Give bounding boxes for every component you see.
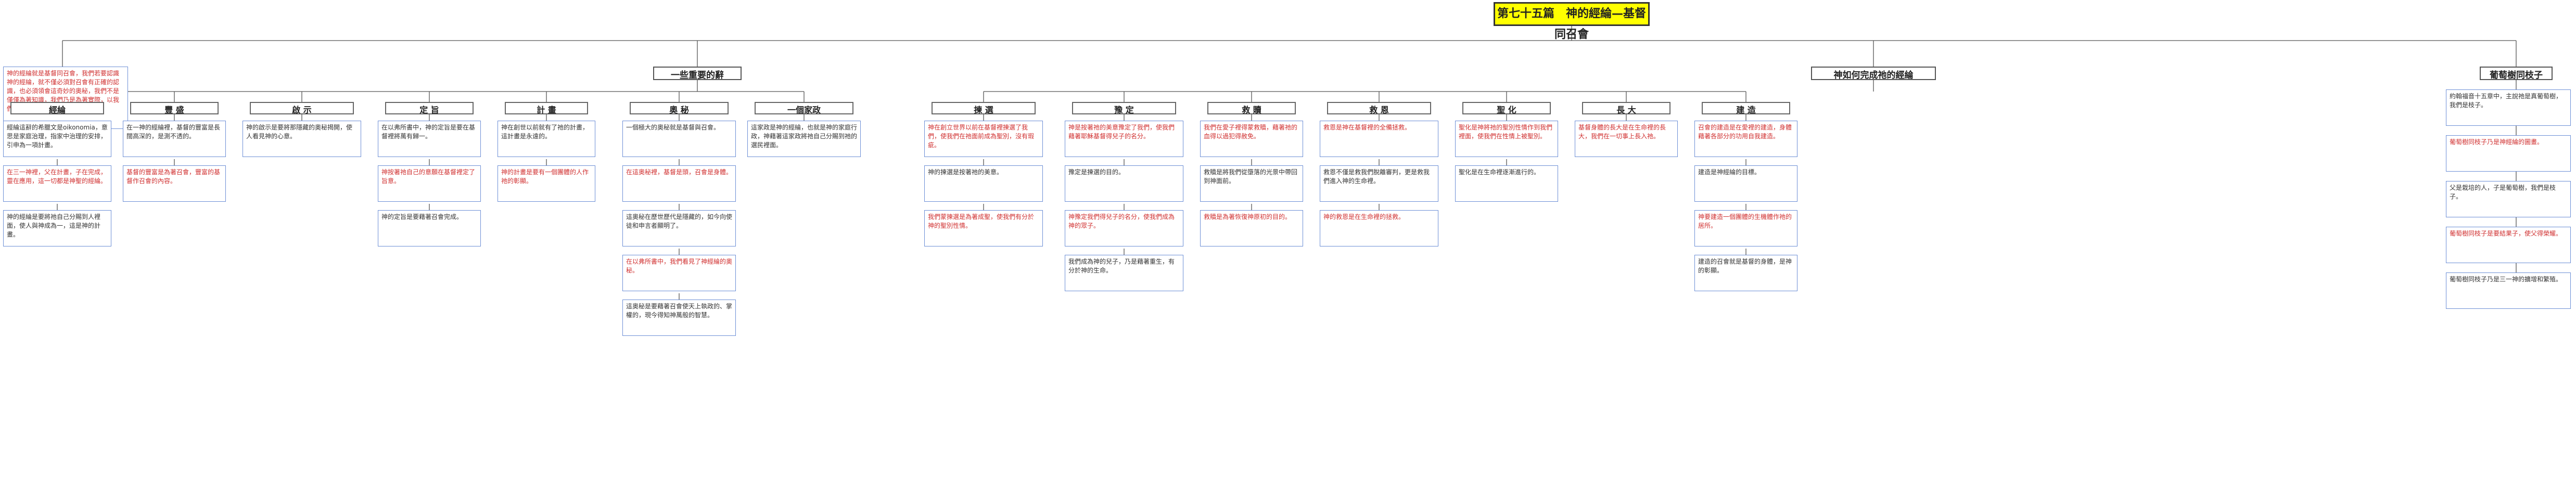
means-6-title[interactable]: 長 大: [1582, 102, 1670, 115]
vine-note-1: 約翰福音十五章中，主說祂是真葡萄樹，我們是枝子。: [2446, 89, 2571, 126]
means-1-note-2: 神的揀選是按著祂的美意。: [924, 165, 1043, 202]
means-1-title[interactable]: 揀 選: [932, 102, 1036, 115]
branch-how-god-accomplishes[interactable]: 神如何完成祂的經綸: [1811, 67, 1936, 81]
means-2-note-4: 我們成為神的兒子，乃是藉著重生，有分於神的生命。: [1065, 255, 1183, 291]
means-2-title[interactable]: 豫 定: [1072, 102, 1176, 115]
root-title[interactable]: 第七十五篇 神的經綸—基督同召會: [1494, 2, 1650, 41]
word-4-title[interactable]: 定 旨: [385, 102, 474, 115]
word-4-note-3: 神的定旨是要藉著召會完成。: [378, 210, 481, 246]
means-2-note-1: 神是按著祂的美意豫定了我們，使我們藉著耶穌基督得兒子的名分。: [1065, 121, 1183, 157]
means-2-note-3: 神豫定我們得兒子的名分，使我們成為神的眾子。: [1065, 210, 1183, 246]
vine-note-5: 葡萄樹同枝子乃是三一神的擴增和繁殖。: [2446, 272, 2571, 309]
word-1-note-2: 在三一神裡，父在計畫，子在完成，靈在應用，這一切都是神聖的經綸。: [3, 165, 111, 202]
word-5-title[interactable]: 計 畫: [505, 102, 588, 115]
means-4-note-3: 神的救恩是在生命裡的拯救。: [1320, 210, 1438, 246]
word-6-note-3: 這奧秘在歷世歷代是隱藏的，如今向使徒和申言者顯明了。: [622, 210, 736, 246]
word-6-note-5: 這奧秘是要藉著召會使天上執政的、掌權的，現今得知神萬般的智慧。: [622, 300, 736, 336]
vine-note-4: 葡萄樹同枝子是要結果子，使父得榮耀。: [2446, 227, 2571, 263]
means-5-note-1: 聖化是神將祂的聖別性情作到我們裡面，使我們在性情上被聖別。: [1455, 121, 1558, 157]
word-5-note-1: 神在創世以前就有了祂的計畫，這計畫是永遠的。: [498, 121, 595, 157]
intro-note: 神的經綸就是基督同召會，我們若要認識神的經綸，就不僅必須對召會有正確的認識，也必…: [3, 67, 128, 129]
means-7-note-3: 神要建造一個團體的生機體作祂的居所。: [1694, 210, 1797, 246]
means-1-note-1: 神在創立世界以前在基督裡揀選了我們，使我們在祂面前成為聖別，沒有瑕疵。: [924, 121, 1043, 157]
word-3-note-1: 神的啟示是要將那隱藏的奧秘揭開，使人看見神的心意。: [243, 121, 361, 157]
word-2-note-1: 在一神的經綸裡，基督的豐富是長闊高深的，是測不透的。: [123, 121, 226, 157]
word-3-title[interactable]: 啟 示: [250, 102, 354, 115]
means-7-note-1: 召會的建造是在愛裡的建造，身體藉著各部分的功用自我建造。: [1694, 121, 1797, 157]
word-6-title[interactable]: 奧 秘: [630, 102, 729, 115]
word-1-note-1: 經綸這辭的希臘文是oikonomia，意思是家庭治理，指家中治理的安排，引申為一…: [3, 121, 111, 157]
word-6-note-1: 一個極大的奧秘就是基督與召會。: [622, 121, 736, 157]
means-6-note-1: 基督身體的長大是在生命裡的長大，我們在一切事上長入祂。: [1575, 121, 1678, 157]
word-2-note-2: 基督的豐富是為著召會，豐富的基督作召會的內容。: [123, 165, 226, 202]
means-5-note-2: 聖化是在生命裡逐漸進行的。: [1455, 165, 1558, 202]
means-3-note-2: 救贖是將我們從墮落的光景中帶回到神面前。: [1200, 165, 1303, 202]
word-2-title[interactable]: 豐 盛: [130, 102, 219, 115]
means-1-note-3: 我們蒙揀選是為著成聖，使我們有分於神的聖別性情。: [924, 210, 1043, 246]
vine-note-3: 父是栽培的人，子是葡萄樹，我們是枝子。: [2446, 181, 2571, 217]
means-7-title[interactable]: 建 造: [1702, 102, 1790, 115]
word-6-note-4: 在以弗所書中，我們看見了神經綸的奧秘。: [622, 255, 736, 291]
word-5-note-2: 神的計畫是要有一個團體的人作祂的彰顯。: [498, 165, 595, 202]
means-4-note-2: 救恩不僅是救我們脫離審判，更是救我們進入神的生命裡。: [1320, 165, 1438, 202]
word-7-title[interactable]: 一個家政: [755, 102, 853, 115]
means-7-note-2: 建造是神經綸的目標。: [1694, 165, 1797, 202]
branch-vine-branches[interactable]: 葡萄樹同枝子: [2480, 67, 2553, 81]
word-1-note-3: 神的經綸是要將祂自己分賜到人裡面，使人與神成為一，這是神的計畫。: [3, 210, 111, 246]
means-5-title[interactable]: 聖 化: [1462, 102, 1551, 115]
word-4-note-1: 在以弗所書中，神的定旨是要在基督裡將萬有歸一。: [378, 121, 481, 157]
vine-note-2: 葡萄樹同枝子乃是神經綸的圖畫。: [2446, 135, 2571, 172]
means-3-note-3: 救贖是為著恢復神原初的目的。: [1200, 210, 1303, 246]
means-3-title[interactable]: 救 贖: [1207, 102, 1296, 115]
means-2-note-2: 豫定是揀選的目的。: [1065, 165, 1183, 202]
branch-important-words[interactable]: 一些重要的辭: [653, 67, 742, 81]
word-6-note-2: 在這奧秘裡，基督是頭，召會是身體。: [622, 165, 736, 202]
word-7-note-1: 這家政是神的經綸，也就是神的家庭行政，神藉著這家政將祂自己分賜到祂的選民裡面。: [747, 121, 861, 157]
means-4-title[interactable]: 救 恩: [1327, 102, 1431, 115]
means-4-note-1: 救恩是神在基督裡的全備拯救。: [1320, 121, 1438, 157]
word-4-note-2: 神按著祂自己的意願在基督裡定了旨意。: [378, 165, 481, 202]
word-1-title[interactable]: 經綸: [10, 102, 104, 115]
means-3-note-1: 我們在愛子裡得蒙救贖，藉著祂的血得以過犯得赦免。: [1200, 121, 1303, 157]
means-7-note-4: 建造的召會就是基督的身體，是神的彰顯。: [1694, 255, 1797, 291]
